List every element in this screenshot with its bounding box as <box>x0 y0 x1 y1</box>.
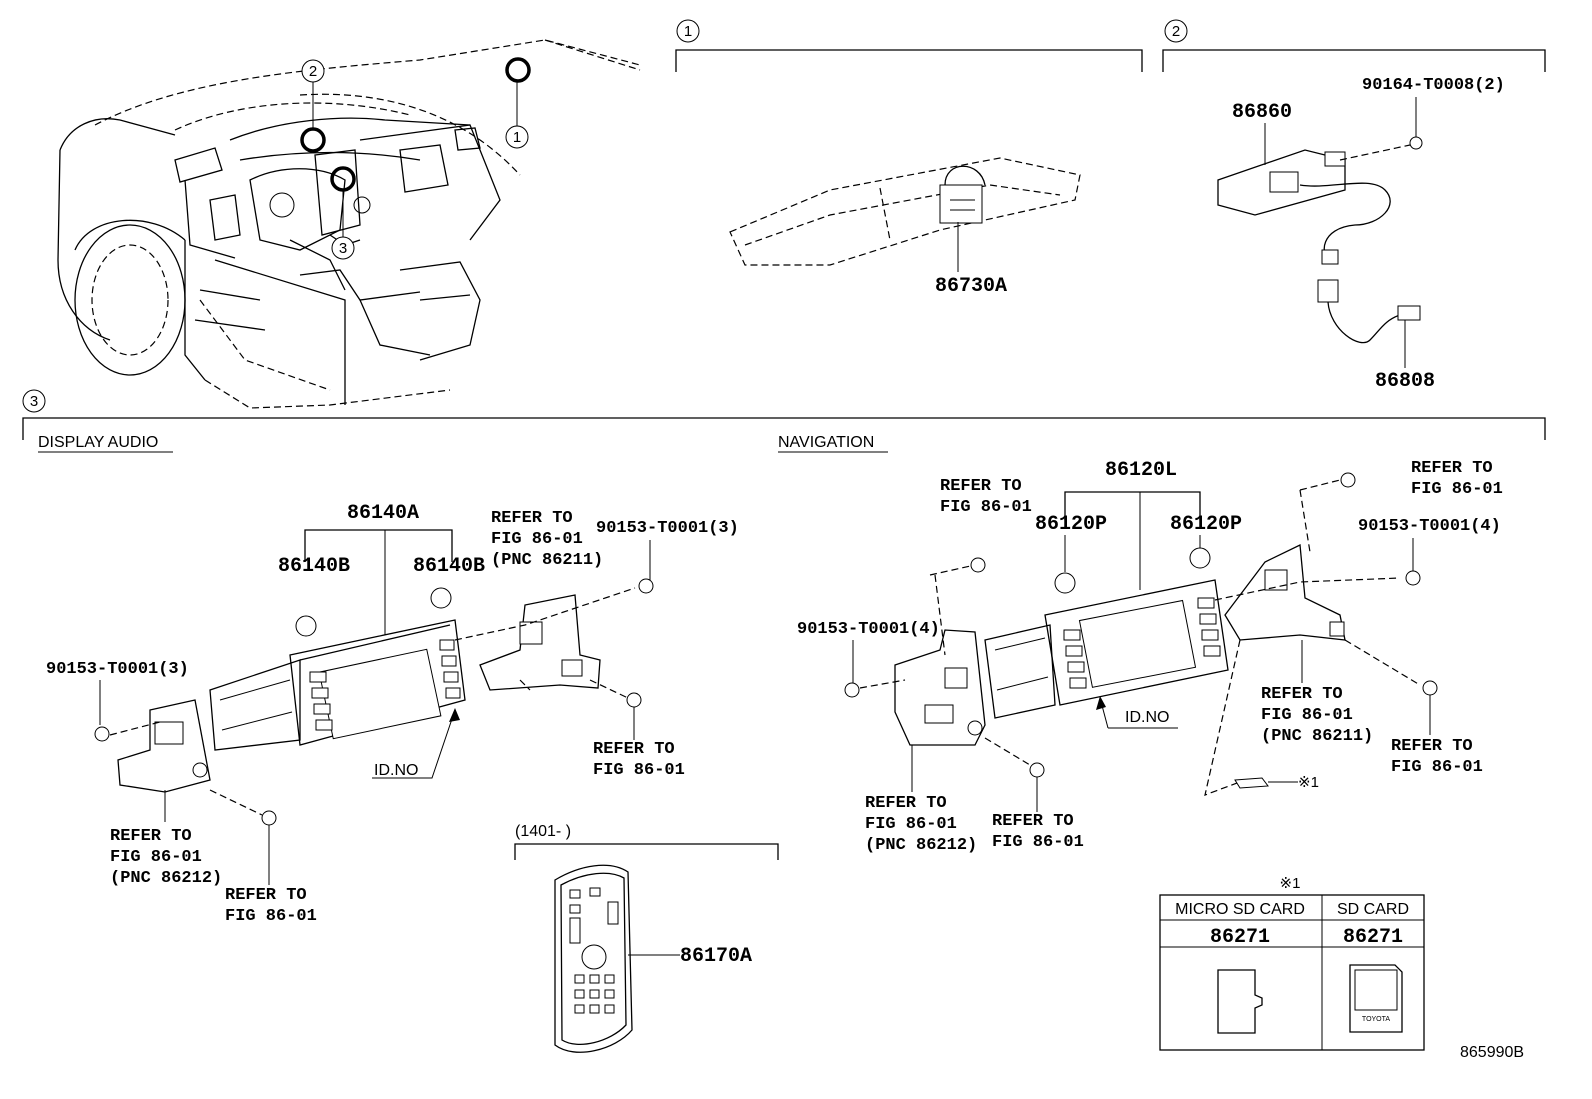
overhead-console-illustration <box>729 157 1081 272</box>
remote-date-range: (1401- ) <box>515 823 571 840</box>
refer-da-left-3: (PNC 86212) <box>110 869 222 888</box>
part-90153-nav-right: 90153-T0001(4) <box>1358 517 1501 536</box>
refer-nav-topleft-2: FIG 86-01 <box>940 498 1032 517</box>
callout-2: 2 <box>309 63 317 80</box>
refer-nav-bottomleft-1: REFER TO <box>865 794 947 813</box>
navigation-heading: NAVIGATION <box>778 434 874 451</box>
refer-da-top-3: (PNC 86211) <box>491 551 603 570</box>
sd-part-86271: 86271 <box>1343 926 1403 949</box>
refer-nav-right-1: REFER TO <box>1391 737 1473 756</box>
part-86808: 86808 <box>1375 370 1435 393</box>
refer-nav-midright-3: (PNC 86211) <box>1261 727 1373 746</box>
section-2-marker <box>1164 19 1188 43</box>
section-1-number: 1 <box>684 23 692 40</box>
part-86140A: 86140A <box>347 502 419 525</box>
86140A-bracket <box>304 529 453 562</box>
part-86170A: 86170A <box>680 945 752 968</box>
part-86140B-left: 86140B <box>278 555 350 578</box>
section-3-number: 3 <box>30 393 38 410</box>
sd-card-table <box>1159 894 1425 1051</box>
part-86140B-right: 86140B <box>413 555 485 578</box>
part-90153-da-left: 90153-T0001(3) <box>46 660 189 679</box>
sd-table-marker: ※1 <box>1280 875 1301 892</box>
sd-card-header: SD CARD <box>1337 901 1409 918</box>
remote-control-illustration <box>554 864 680 1053</box>
diagram-id: 865990B <box>1460 1044 1524 1061</box>
refer-nav-bottomleft-3: (PNC 86212) <box>865 836 977 855</box>
refer-da-left-2: FIG 86-01 <box>110 848 202 867</box>
refer-da-top-2: FIG 86-01 <box>491 530 583 549</box>
section-2-number: 2 <box>1172 23 1180 40</box>
part-86120L: 86120L <box>1105 459 1177 482</box>
refer-nav-right-2: FIG 86-01 <box>1391 758 1483 777</box>
id-no-navigation: ID.NO <box>1125 709 1169 726</box>
part-86730A: 86730A <box>935 275 1007 298</box>
section-2-bracket <box>1162 49 1546 72</box>
refer-nav-midright-2: FIG 86-01 <box>1261 706 1353 725</box>
id-no-display-audio: ID.NO <box>374 762 418 779</box>
refer-da-bottom-2: FIG 86-01 <box>225 907 317 926</box>
section-3-marker <box>22 389 46 413</box>
refer-da-right-2: FIG 86-01 <box>593 761 685 780</box>
remote-bracket <box>514 843 779 860</box>
refer-da-right-1: REFER TO <box>593 740 675 759</box>
refer-nav-bottom-1: REFER TO <box>992 812 1074 831</box>
refer-da-left-1: REFER TO <box>110 827 192 846</box>
note-marker-slot: ※1 <box>1298 774 1319 791</box>
micro-sd-card-header: MICRO SD CARD <box>1175 901 1305 918</box>
sd-card-brand: TOYOTA <box>1362 1016 1390 1023</box>
section-3-bracket <box>22 417 1546 440</box>
part-86120P-left: 86120P <box>1035 513 1107 536</box>
refer-nav-bottom-2: FIG 86-01 <box>992 833 1084 852</box>
refer-nav-topright-2: FIG 86-01 <box>1411 480 1503 499</box>
part-86860: 86860 <box>1232 101 1292 124</box>
display-audio-unit-illustration <box>94 578 654 885</box>
refer-nav-topleft-1: REFER TO <box>940 477 1022 496</box>
section-1-marker <box>676 19 700 43</box>
86120L-bracket <box>1064 491 1201 520</box>
micro-sd-part-86271: 86271 <box>1210 926 1270 949</box>
callout-1: 1 <box>513 129 521 146</box>
camera-bracket-illustration <box>1217 97 1423 368</box>
refer-nav-topright-1: REFER TO <box>1411 459 1493 478</box>
part-86120P-right: 86120P <box>1170 513 1242 536</box>
part-90153-da-right: 90153-T0001(3) <box>596 519 739 538</box>
part-90153-nav-left: 90153-T0001(4) <box>797 620 940 639</box>
part-90164-T0008: 90164-T0008(2) <box>1362 76 1505 95</box>
navigation-unit-illustration <box>844 472 1438 812</box>
display-audio-heading: DISPLAY AUDIO <box>38 434 158 451</box>
refer-nav-midright-1: REFER TO <box>1261 685 1343 704</box>
refer-da-top-1: REFER TO <box>491 509 573 528</box>
section-1-bracket <box>675 49 1143 72</box>
refer-nav-bottomleft-2: FIG 86-01 <box>865 815 957 834</box>
refer-da-bottom-1: REFER TO <box>225 886 307 905</box>
vehicle-interior-illustration <box>57 39 641 409</box>
callout-3: 3 <box>339 240 347 257</box>
